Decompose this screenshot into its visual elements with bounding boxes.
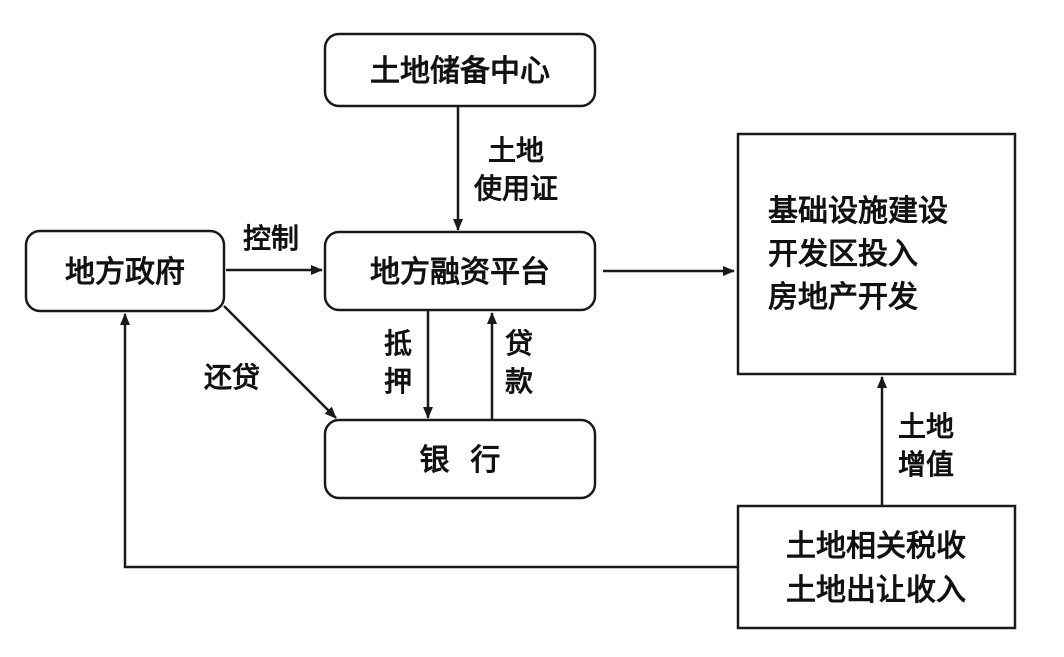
invest-box <box>736 132 1017 376</box>
invest-line-1: 基础设施建设 <box>768 194 948 229</box>
appreciation-label-1: 土地 <box>898 410 954 443</box>
mortgage-label-2: 押 <box>384 365 412 398</box>
loan-label-1: 贷 <box>505 327 533 360</box>
invest-line-2: 开发区投入 <box>768 237 918 272</box>
platform-box <box>323 230 597 312</box>
mortgage-label-1: 抵 <box>384 327 412 360</box>
revenue-line-1: 土地相关税收 <box>786 529 966 564</box>
platform-text: 地方融资平台 <box>370 255 550 290</box>
bank-box <box>323 418 597 500</box>
land-reserve-box <box>323 32 597 108</box>
bank-text: 银 行 <box>420 443 501 478</box>
revenue-box <box>736 504 1017 630</box>
land-cert-label-1: 土地 <box>488 134 544 167</box>
loan-label-2: 款 <box>505 365 534 398</box>
land-reserve-text: 土地储备中心 <box>370 54 550 89</box>
control-label: 控制 <box>243 222 299 255</box>
revenue-line-2: 土地出让收入 <box>786 573 966 608</box>
repay-label: 还贷 <box>204 361 260 394</box>
local-gov-text: 地方政府 <box>65 255 185 290</box>
arrow-repay <box>223 305 337 419</box>
arrow-revenue-to-gov <box>120 313 738 569</box>
land-cert-label-2: 使用证 <box>473 172 558 205</box>
appreciation-label-2: 增值 <box>898 448 954 481</box>
invest-line-3: 房地产开发 <box>768 280 918 315</box>
local-gov-box <box>24 229 226 313</box>
